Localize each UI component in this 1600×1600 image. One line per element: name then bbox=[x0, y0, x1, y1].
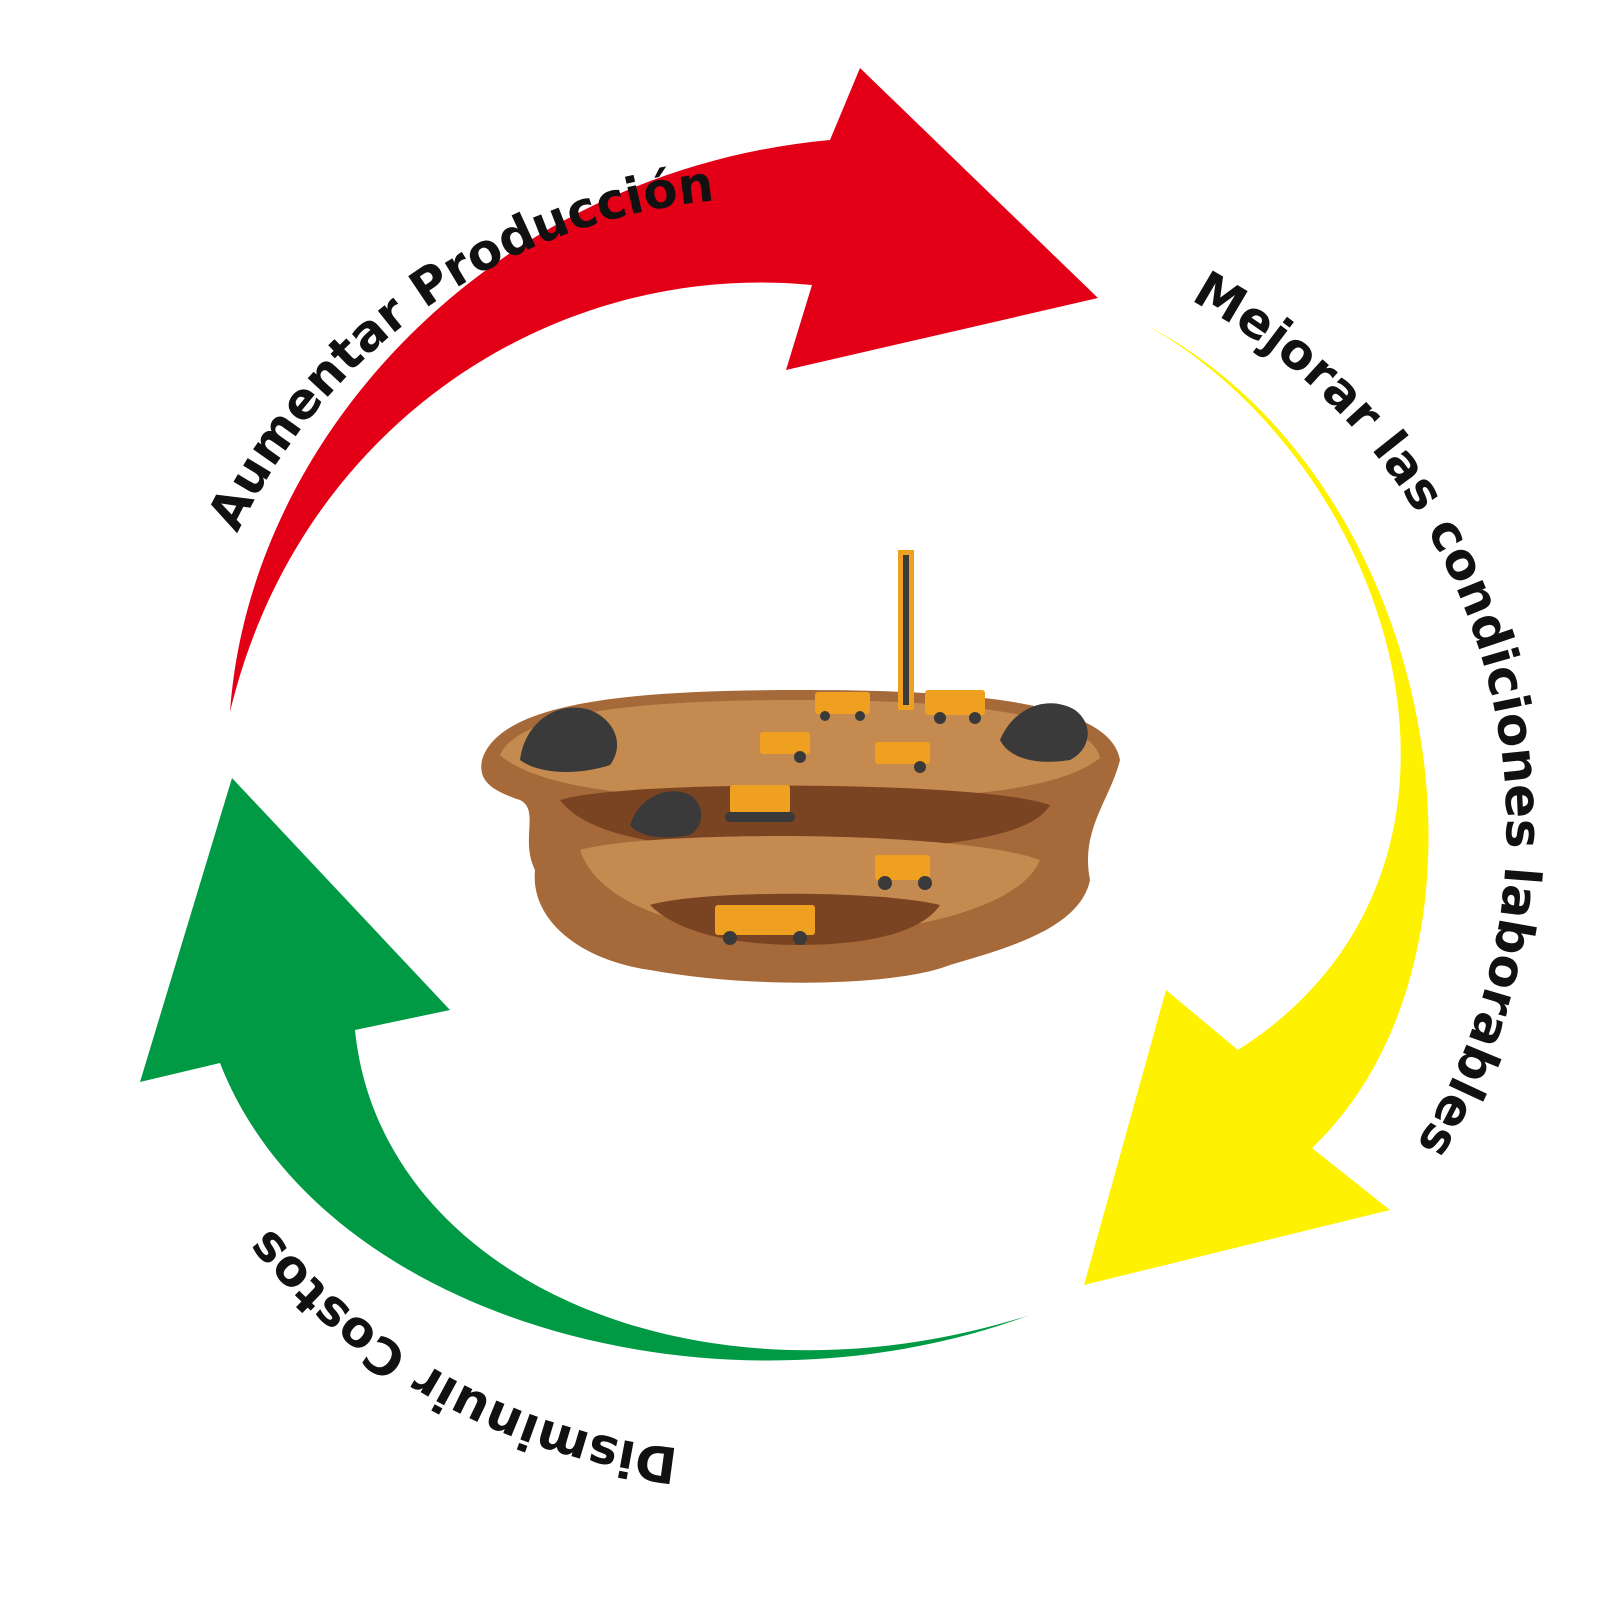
drill-truck bbox=[715, 905, 815, 935]
red-arrow bbox=[230, 68, 1098, 712]
wheel bbox=[820, 711, 830, 721]
wheel bbox=[918, 876, 932, 890]
truck-top bbox=[815, 692, 870, 714]
rock-left bbox=[520, 707, 618, 772]
loader-1 bbox=[760, 732, 810, 754]
excavator bbox=[730, 785, 790, 813]
wheel bbox=[793, 931, 807, 945]
machinery-wheels bbox=[723, 711, 981, 945]
wheel bbox=[969, 712, 981, 724]
open-pit-mine-icon bbox=[481, 550, 1120, 983]
wheel bbox=[723, 931, 737, 945]
yellow-arrow-shape bbox=[1084, 326, 1429, 1285]
wheel bbox=[794, 751, 806, 763]
yellow-arrow bbox=[1084, 326, 1429, 1285]
drill-rig bbox=[925, 690, 985, 715]
rock-center bbox=[630, 791, 702, 838]
green-arrow-shape bbox=[140, 778, 1030, 1361]
track bbox=[725, 812, 795, 822]
wheel bbox=[914, 761, 926, 773]
wheel bbox=[855, 711, 865, 721]
wheel bbox=[878, 876, 892, 890]
drill-tower-core bbox=[903, 555, 909, 705]
machinery-group bbox=[715, 690, 985, 935]
roller bbox=[875, 855, 930, 880]
red-arrow-shape bbox=[230, 68, 1098, 712]
green-arrow bbox=[140, 778, 1030, 1361]
rock-right bbox=[1000, 703, 1088, 762]
loader-2 bbox=[875, 742, 930, 764]
wheel bbox=[934, 712, 946, 724]
